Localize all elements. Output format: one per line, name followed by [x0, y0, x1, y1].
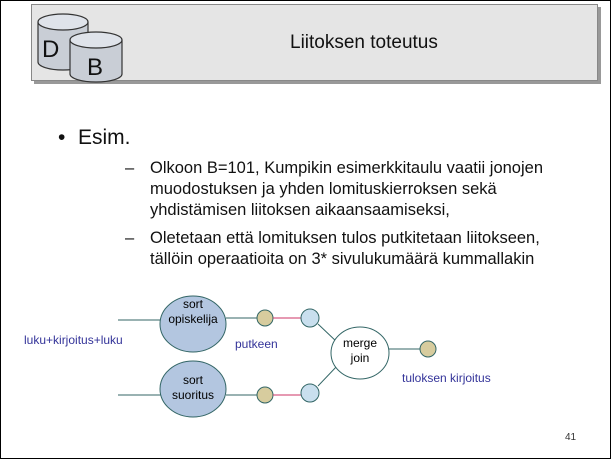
sub-bullet-line: tällöin operaatioita on 3* sivulukumäärä…: [150, 250, 535, 268]
logo-letter-b: B: [87, 54, 104, 81]
sort-suoritus-label-line2: suoritus: [171, 388, 215, 402]
slide-title: Liitoksen toteutus: [290, 32, 438, 53]
sort-suoritus-node: [159, 360, 227, 418]
sub-bullet-line: muodostuksen ja yhden lomituskierroksen …: [150, 180, 497, 198]
logo-letter-d: D: [42, 36, 60, 63]
buffer-top-node: [256, 309, 274, 327]
database-logo-icon: [37, 13, 123, 83]
merge-join-node: [330, 326, 390, 380]
sub-bullet-1: – Olkoon B=101, Kumpikin esimerkkitaulu …: [125, 158, 580, 221]
merge-join-label-line2: join: [350, 351, 370, 365]
merge-join-label-line1: merge: [342, 336, 377, 350]
dash-icon: –: [125, 159, 135, 177]
sub-bullet-line: yhdistämisen liitoksen aikaansaamiseksi,: [150, 201, 450, 219]
database-cylinder-d-icon: [37, 13, 89, 71]
sort-opiskelija-node: [159, 295, 227, 353]
sort-suoritus-label: sort suoritus: [163, 373, 223, 403]
merge-join-label: merge join: [331, 336, 389, 366]
sub-bullet-line: Oletetaan että lomituksen tulos putkitet…: [150, 229, 540, 247]
title-bar: [31, 4, 598, 81]
result-write-label: tuloksen kirjoitus: [402, 371, 491, 385]
main-bullet-text: Esim.: [78, 126, 131, 149]
main-bullet: • Esim.: [58, 126, 131, 150]
sub-bullet-line: Olkoon B=101, Kumpikin esimerkkitaulu va…: [150, 159, 544, 177]
sort-opiskelija-label: sort opiskelija: [163, 297, 223, 327]
sort-opiskelija-label-line1: sort: [182, 297, 203, 311]
bullet-icon: •: [58, 126, 66, 149]
pipe-top-node: [300, 308, 320, 328]
page-number: 41: [565, 432, 577, 443]
sort-opiskelija-label-line2: opiskelija: [168, 312, 218, 326]
database-cylinder-b-icon: [69, 31, 123, 83]
pipe-bottom-node: [300, 383, 320, 403]
left-io-label: luku+kirjoitus+luku: [24, 333, 123, 347]
buffer-bottom-node: [256, 386, 274, 404]
edge-pipe-to-merge-bottom: [317, 364, 339, 387]
sub-bullet-2: – Oletetaan että lomituksen tulos putkit…: [125, 228, 580, 270]
result-node: [419, 340, 437, 358]
pipe-label: putkeen: [235, 337, 278, 351]
sort-suoritus-label-line1: sort: [182, 373, 203, 387]
dash-icon: –: [125, 229, 135, 247]
